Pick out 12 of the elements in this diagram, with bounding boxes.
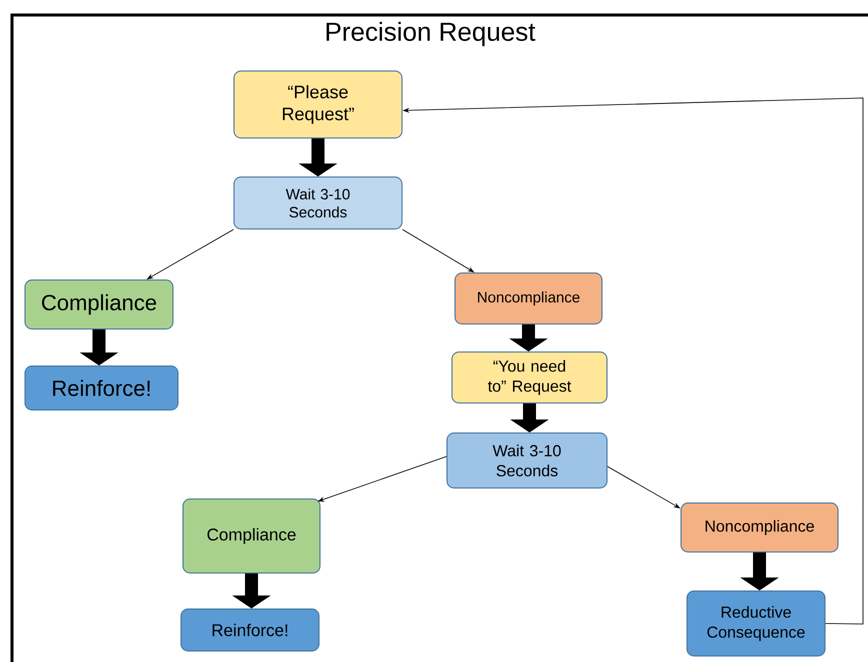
- process-box: “Please Request”: [234, 70, 402, 138]
- process-box: Wait 3-10 Seconds: [234, 176, 402, 230]
- process-box: Wait 3-10 Seconds: [446, 432, 608, 488]
- title: Precision Request: [326, 22, 536, 46]
- process-box: Reductive Consequence: [686, 590, 826, 656]
- process-box: Reinforce!: [24, 366, 178, 410]
- process-box: Reinforce!: [180, 608, 320, 652]
- process-box: Compliance: [24, 280, 174, 330]
- process-box: “You need to” Request: [452, 352, 608, 404]
- process-box: Noncompliance: [454, 272, 602, 324]
- process-box: Noncompliance: [680, 502, 838, 552]
- process-box: Compliance: [182, 498, 320, 574]
